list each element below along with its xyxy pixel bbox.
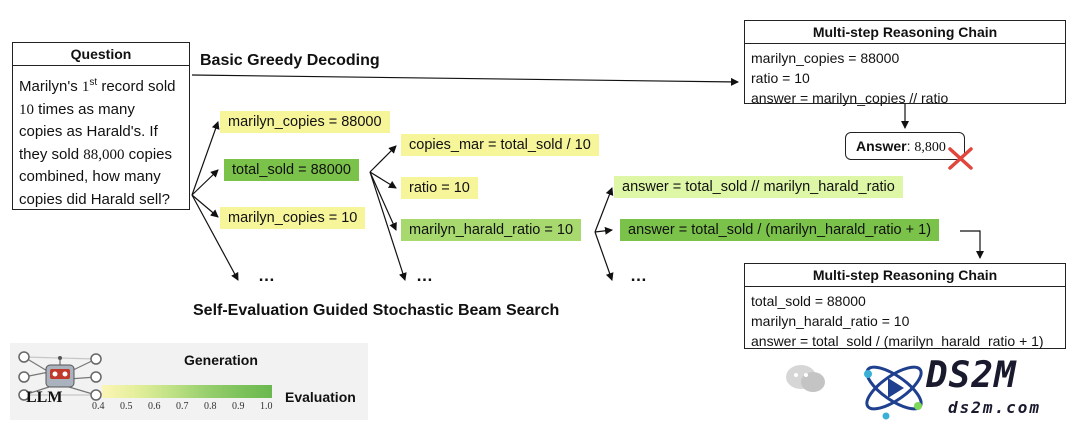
- edge-n2-n6: [369, 171, 397, 231]
- chain-bottom-box: Multi-step Reasoning Chain total_sold = …: [744, 263, 1066, 349]
- chain-top-title: Multi-step Reasoning Chain: [745, 21, 1065, 44]
- evaluation-label: Evaluation: [285, 389, 356, 405]
- logo-main-text: DS2M: [926, 355, 1017, 396]
- greedy-arrow: [191, 74, 739, 86]
- ellipsis-3: …: [630, 266, 648, 285]
- node-copies-mar: copies_mar = total_sold / 10: [401, 134, 599, 156]
- chain-top-box: Multi-step Reasoning Chain marilyn_copie…: [744, 20, 1066, 106]
- ds2m-logo-icon: [864, 365, 923, 420]
- edge-q-n3: [191, 194, 219, 218]
- node-total-sold: total_sold = 88000: [224, 159, 359, 181]
- chain-top-body: marilyn_copies = 88000 ratio = 10 answer…: [751, 50, 949, 106]
- llm-network-icon: [18, 351, 102, 401]
- edge-n8-chain: [960, 230, 984, 259]
- edge-n6-n7: [594, 187, 614, 233]
- edge-q-n2: [191, 169, 219, 196]
- colorbar-ticks: 0.4 0.5 0.6 0.7 0.8 0.9 1.0: [92, 401, 273, 412]
- answer-label: Answer: [856, 138, 907, 154]
- wrong-answer-icon: [948, 147, 973, 170]
- evaluation-colorbar: [102, 385, 272, 398]
- chain-bottom-title: Multi-step Reasoning Chain: [745, 264, 1065, 287]
- greedy-label: Basic Greedy Decoding: [200, 52, 380, 69]
- beam-label: Self-Evaluation Guided Stochastic Beam S…: [193, 302, 560, 319]
- node-marilyn-copies-10: marilyn_copies = 10: [220, 207, 366, 229]
- generation-label: Generation: [184, 352, 258, 368]
- edge-q-dots: [191, 194, 239, 281]
- legend: LLM Generation Evaluation 0.4 0.5 0.6 0.…: [10, 343, 368, 420]
- node-ratio: ratio = 10: [401, 177, 478, 199]
- node-answer-correct: answer = total_sold / (marilyn_harald_ra…: [620, 219, 940, 241]
- question-title: Question: [13, 43, 189, 66]
- edge-q-n1: [191, 121, 220, 196]
- ellipsis-1: …: [258, 266, 276, 285]
- answer-value: 8,800: [914, 140, 946, 155]
- edge-n2-dots: [369, 171, 407, 281]
- robot-icon: [45, 356, 75, 388]
- question-box: Question Marilyn's 1st record sold 10 ti…: [12, 42, 190, 210]
- llm-label: LLM: [26, 389, 63, 406]
- logo-sub-text: ds2m.com: [948, 398, 1042, 417]
- node-marilyn-copies-88000: marilyn_copies = 88000: [220, 111, 390, 133]
- edge-n2-n5: [369, 171, 397, 189]
- node-marilyn-harald-ratio: marilyn_harald_ratio = 10: [401, 219, 582, 241]
- chain-bottom-body: total_sold = 88000 marilyn_harald_ratio …: [751, 293, 1044, 349]
- wechat-icon: [786, 365, 825, 392]
- edge-n2-n4: [369, 145, 397, 173]
- question-text: Marilyn's 1st record sold 10 times as ma…: [19, 77, 176, 208]
- edge-n6-dots: [594, 231, 614, 281]
- edge-n6-n8: [594, 226, 613, 235]
- answer-box: Answer: 8,800: [845, 132, 965, 160]
- ellipsis-2: …: [416, 266, 434, 285]
- node-answer-floor: answer = total_sold // marilyn_harald_ra…: [614, 176, 903, 198]
